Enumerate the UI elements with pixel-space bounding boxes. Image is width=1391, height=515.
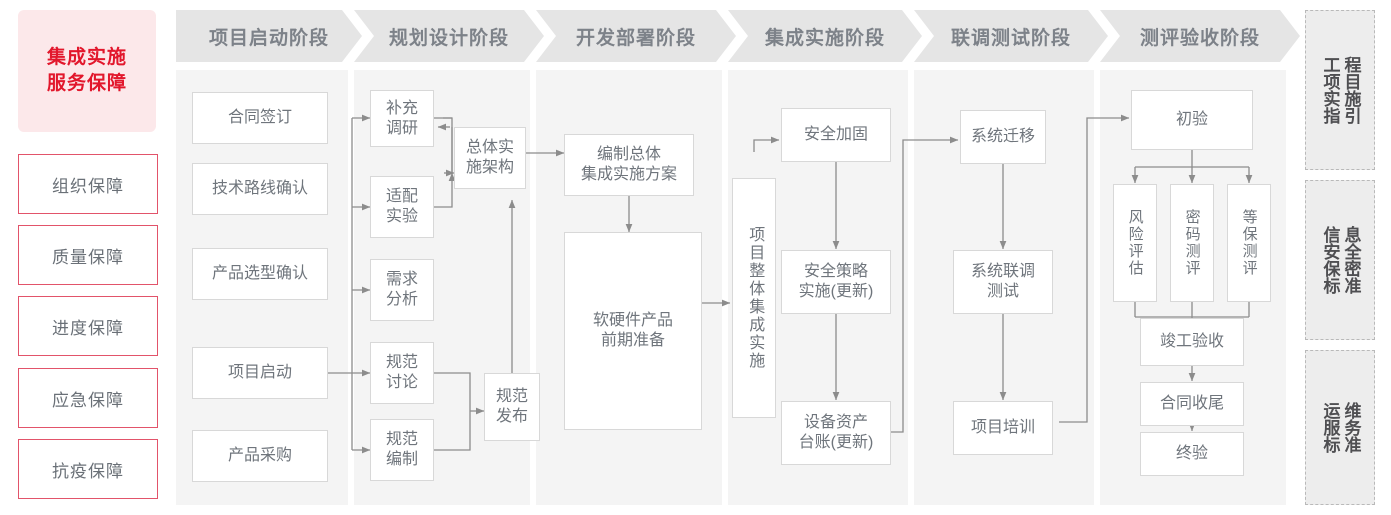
sidebar-item-epidemic[interactable]: 抗疫保障 — [18, 439, 158, 499]
node-spec-drafting-line-2: 编制 — [385, 451, 418, 468]
sidebar-item-organization[interactable]: 组织保障 — [18, 154, 158, 214]
node-contract[interactable]: 合同签订 — [192, 92, 328, 144]
node-security-policy-line-2: 实施(更新) — [798, 283, 874, 300]
sidebar-title: 集成实施 服务保障 — [18, 10, 156, 132]
node-adaptation-test-line-1: 适配 — [385, 188, 418, 205]
phase-header-2[interactable]: 规划设计阶段 — [354, 10, 544, 62]
sidebar-item-schedule[interactable]: 进度保障 — [18, 296, 158, 356]
node-overall-architecture[interactable]: 总体实 施架构 — [454, 127, 526, 189]
standards-infosec-confidentiality[interactable]: 息全密准 信安保标 — [1305, 180, 1375, 340]
node-asset-ledger-line-2: 台账(更新) — [798, 434, 874, 451]
node-system-migration[interactable]: 系统迁移 — [960, 110, 1046, 164]
node-crypto-evaluation[interactable]: 密码测评 — [1170, 184, 1214, 302]
node-asset-ledger-line-1: 设备资产 — [803, 414, 868, 431]
node-adaptation-test-line-2: 实验 — [385, 208, 418, 225]
sidebar-item-quality[interactable]: 质量保障 — [18, 225, 158, 285]
standards-engineering-guideline[interactable]: 程目施引 工项实指 — [1305, 10, 1375, 170]
node-security-hardening[interactable]: 安全加固 — [781, 108, 891, 162]
node-contract-closeout[interactable]: 合同收尾 — [1140, 382, 1244, 426]
node-joint-debug-test-line-1: 系统联调 — [970, 263, 1035, 280]
node-hw-sw-preparation-line-1: 软硬件产品 — [592, 312, 673, 329]
node-security-policy-line-1: 安全策略 — [803, 263, 868, 280]
standards-2-col-right: 息全密准 — [1341, 226, 1361, 294]
node-integration-plan-line-2: 集成实施方案 — [580, 166, 677, 183]
node-requirement-analysis[interactable]: 需求 分析 — [370, 259, 434, 321]
standards-1-col-right: 程目施引 — [1341, 56, 1361, 124]
phase-header-3[interactable]: 开发部署阶段 — [536, 10, 736, 62]
node-supplementary-survey-line-2: 调研 — [385, 119, 418, 137]
node-integration-plan-line-1: 编制总体 — [596, 146, 661, 163]
node-hw-sw-preparation-line-2: 前期准备 — [600, 332, 665, 349]
node-project-training[interactable]: 项目培训 — [953, 401, 1053, 455]
node-adaptation-test[interactable]: 适配 实验 — [370, 176, 434, 238]
node-overall-architecture-line-2: 施架构 — [465, 159, 514, 176]
node-spec-release-line-1: 规范 — [495, 388, 528, 405]
node-initial-acceptance[interactable]: 初验 — [1131, 90, 1253, 150]
node-spec-discussion[interactable]: 规范 讨论 — [370, 342, 434, 404]
phase-header-1[interactable]: 项目启动阶段 — [176, 10, 362, 62]
node-overall-integration[interactable]: 项目整体集成实施 — [732, 178, 776, 418]
standards-3-col-right: 维务准 — [1341, 402, 1361, 453]
node-integration-plan[interactable]: 编制总体 集成实施方案 — [564, 134, 694, 196]
standards-om-service[interactable]: 维务准 运服标 — [1305, 350, 1375, 505]
node-spec-release[interactable]: 规范 发布 — [484, 373, 540, 441]
sidebar-title-line-2: 服务保障 — [46, 73, 127, 94]
sidebar-title-line-1: 集成实施 — [46, 47, 127, 69]
node-mlps-evaluation[interactable]: 等保测评 — [1227, 184, 1271, 302]
node-requirement-analysis-line-2: 分析 — [385, 291, 418, 308]
node-project-kickoff[interactable]: 项目启动 — [192, 347, 328, 399]
node-spec-release-line-2: 发布 — [495, 408, 528, 425]
node-joint-debug-test[interactable]: 系统联调 测试 — [953, 250, 1053, 314]
standards-3-col-left: 运服标 — [1320, 402, 1340, 453]
node-spec-discussion-line-1: 规范 — [385, 354, 418, 371]
standards-2-col-left: 信安保标 — [1320, 226, 1340, 294]
node-risk-assessment[interactable]: 风险评估 — [1113, 184, 1157, 302]
node-completion-acceptance[interactable]: 竣工验收 — [1140, 318, 1244, 366]
sidebar-item-emergency[interactable]: 应急保障 — [18, 368, 158, 428]
phase-header-4[interactable]: 集成实施阶段 — [728, 10, 922, 62]
node-supplementary-survey[interactable]: 补充 调研 — [370, 90, 434, 147]
standards-1-col-left: 工项实指 — [1320, 56, 1340, 124]
node-security-policy[interactable]: 安全策略 实施(更新) — [781, 250, 891, 314]
node-requirement-analysis-line-1: 需求 — [385, 271, 418, 288]
phase-header-5[interactable]: 联调测试阶段 — [914, 10, 1108, 62]
node-spec-discussion-line-2: 讨论 — [385, 374, 418, 391]
node-product-selection[interactable]: 产品选型确认 — [192, 248, 328, 300]
node-spec-drafting[interactable]: 规范 编制 — [370, 419, 434, 481]
node-final-acceptance[interactable]: 终验 — [1140, 432, 1244, 476]
node-supplementary-survey-line-1: 补充 — [385, 99, 418, 117]
node-asset-ledger[interactable]: 设备资产 台账(更新) — [781, 401, 891, 465]
node-hw-sw-preparation[interactable]: 软硬件产品 前期准备 — [564, 232, 702, 430]
node-joint-debug-test-line-2: 测试 — [986, 283, 1019, 300]
node-spec-drafting-line-1: 规范 — [385, 431, 418, 448]
node-tech-route[interactable]: 技术路线确认 — [192, 163, 328, 215]
phase-header-6[interactable]: 测评验收阶段 — [1100, 10, 1300, 62]
node-overall-architecture-line-1: 总体实 — [465, 139, 514, 156]
node-product-purchase[interactable]: 产品采购 — [192, 430, 328, 482]
